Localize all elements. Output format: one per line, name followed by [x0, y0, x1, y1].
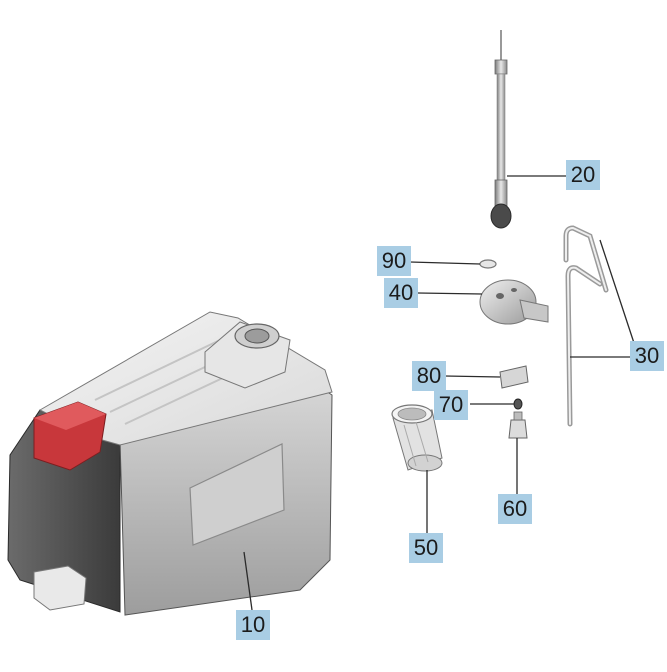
callout-20: 20: [566, 160, 600, 190]
washer-part-90: [479, 259, 497, 269]
tank-part-10: [7, 311, 333, 616]
clip-part-80: [499, 365, 529, 389]
fitting-part-60: [508, 411, 528, 439]
rod-part-20: [490, 30, 512, 229]
tubes-part-30: [563, 225, 609, 427]
leader-80: [444, 375, 501, 378]
valve-part-70: [513, 398, 523, 410]
leader-lines: [243, 175, 635, 611]
leader-90: [409, 261, 481, 265]
leader-40: [417, 292, 483, 295]
callout-30: 30: [630, 341, 664, 371]
callout-80: 80: [412, 361, 446, 391]
leader-10: [243, 551, 253, 611]
plate-part-40: [479, 279, 549, 325]
callout-60: 60: [498, 494, 532, 524]
callout-90: 90: [377, 246, 411, 276]
callout-70: 70: [434, 390, 468, 420]
callout-40: 40: [384, 278, 418, 308]
filter-part-50: [391, 404, 443, 472]
callout-50: 50: [409, 533, 443, 563]
callout-10: 10: [236, 610, 270, 640]
leader-30a: [599, 239, 635, 344]
